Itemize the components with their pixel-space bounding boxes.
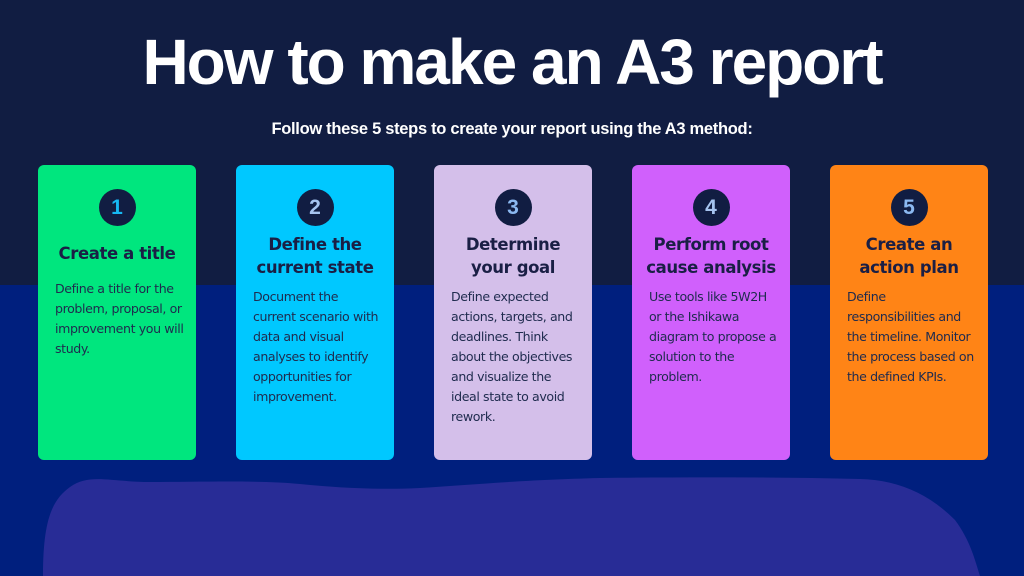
step-number: 5 (903, 195, 915, 219)
step-description: Document the current scenario with data … (253, 289, 379, 404)
step-number: 4 (705, 195, 717, 219)
step-number-badge: 1 (98, 189, 136, 226)
step-title: Define the current state (256, 235, 374, 277)
step-card-3: 3 Determine your goal Define expected ac… (434, 165, 592, 460)
step-card-5: 5 Create an action plan Define responsib… (830, 165, 988, 460)
page-subtitle: Follow these 5 steps to create your repo… (271, 120, 753, 138)
step-description: Define expected actions, targets, and de… (451, 289, 573, 424)
step-title: Determine your goal (465, 235, 561, 277)
step-card-2: 2 Define the current state Document the … (236, 165, 394, 460)
step-card-4: 4 Perform root cause analysis Use tools … (632, 165, 790, 460)
step-title: Create a title (58, 244, 176, 263)
step-card-1: 1 Create a title Define a title for the … (38, 165, 196, 460)
step-title: Create an action plan (859, 235, 959, 277)
step-number-badge: 5 (890, 189, 928, 226)
step-description: Define responsibilities and the timeline… (847, 289, 974, 384)
step-number-badge: 2 (296, 189, 334, 226)
step-number: 1 (111, 195, 123, 219)
page-title: How to make an A3 report (142, 26, 883, 98)
step-number-badge: 3 (494, 189, 532, 226)
step-description: Define a title for the problem, proposal… (55, 281, 184, 356)
step-number: 2 (309, 195, 321, 219)
step-description: Use tools like 5W2H or the Ishikawa diag… (649, 289, 777, 384)
step-number: 3 (507, 195, 519, 219)
step-number-badge: 4 (692, 189, 730, 226)
step-title: Perform root cause analysis (646, 235, 776, 277)
